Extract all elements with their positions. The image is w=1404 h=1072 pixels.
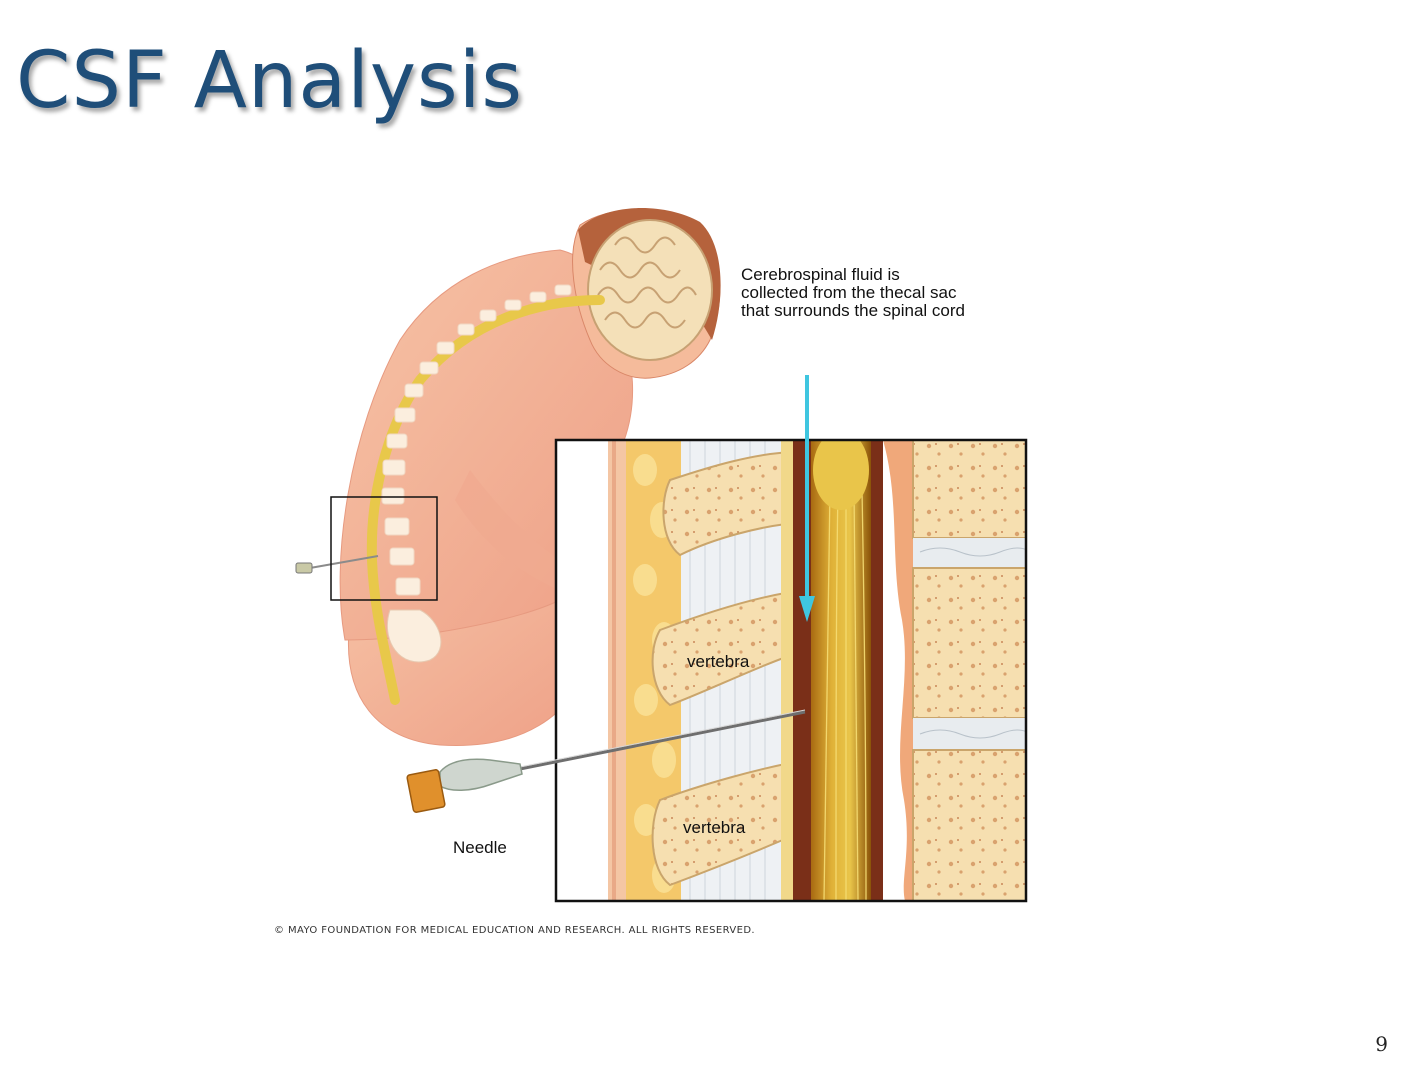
page-number: 9	[1375, 1032, 1388, 1056]
vertebra-label-upper: vertebra	[687, 652, 750, 671]
zoom-region-box	[330, 496, 438, 601]
small-needle-icon	[295, 555, 379, 574]
copyright-notice: © MAYO FOUNDATION FOR MEDICAL EDUCATION …	[274, 925, 756, 936]
arrow-icon	[799, 375, 815, 622]
needle-icon	[406, 709, 806, 813]
illustration-caption: Cerebrospinal fluid is collected from th…	[741, 265, 965, 320]
needle-label: Needle	[453, 838, 507, 857]
slide-title: CSF Analysis	[16, 36, 524, 126]
spine-cross-section-inset	[554, 438, 1028, 903]
vertebra-label-lower: vertebra	[683, 818, 746, 837]
patient-figure	[339, 208, 721, 747]
